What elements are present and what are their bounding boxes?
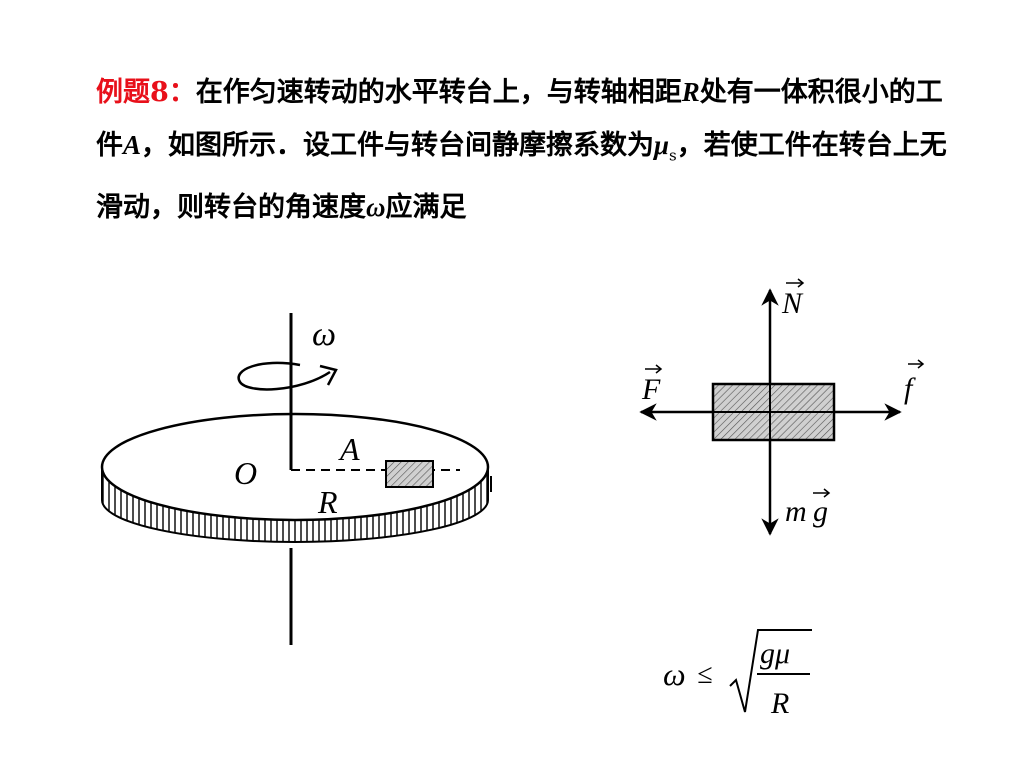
sqrt-icon: [729, 629, 812, 713]
symbol-omega: ω: [366, 192, 386, 223]
label-f: f: [904, 359, 925, 405]
subscript-s: s: [669, 146, 677, 165]
problem-text-2: 处有一体积很小的工件: [96, 77, 943, 161]
friction-f-label: f: [904, 372, 916, 405]
symbol-R: R: [681, 77, 700, 107]
label-mg: m g: [785, 488, 831, 528]
radius-R-label: R: [317, 484, 338, 520]
vector-arrow-head-icon: [797, 278, 805, 288]
problem-text-4: ，若使工件在转台上无滑动，则转台的角速度: [96, 130, 947, 224]
label-F: F: [641, 364, 663, 406]
answer-denominator: R: [770, 687, 789, 720]
symbol-mu: μ: [654, 130, 670, 160]
rotation-arrow-icon: [237, 361, 331, 391]
problem-text-3: ，如图所示．设工件与转台间静摩擦系数为: [141, 130, 655, 161]
gravity-g-label: g: [813, 495, 828, 528]
turntable-diagram: ω O A R: [100, 313, 492, 645]
mass-m-label: m: [785, 495, 807, 528]
force-diagram: N F f m g: [639, 278, 925, 536]
vector-arrow-head-icon: [655, 364, 663, 374]
rotation-arrow-head-icon: [319, 364, 338, 386]
vector-arrow-head-icon: [917, 359, 925, 369]
omega-label: ω: [312, 316, 336, 353]
answer-leq: ≤: [697, 659, 712, 690]
symbol-A: A: [123, 130, 142, 160]
answer-numerator: gμ: [760, 637, 790, 670]
normal-force-label: N: [781, 287, 804, 320]
disk-top: [100, 412, 490, 522]
force-F-label: F: [641, 373, 661, 406]
center-O-label: O: [234, 455, 257, 491]
vector-arrow-head-icon: [823, 488, 831, 498]
example-label: 例题8：: [96, 77, 196, 108]
answer-omega: ω: [663, 656, 686, 692]
answer-formula: ω ≤ gμ R: [663, 629, 812, 720]
problem-statement: 例题8：在作匀速转动的水平转台上，与转轴相距R处有一体积很小的工件A，如图所示．…: [96, 66, 966, 234]
problem-text-1: 在作匀速转动的水平转台上，与转轴相距: [195, 77, 682, 108]
block-A: [385, 460, 434, 488]
problem-text-5: 应满足: [385, 192, 467, 224]
label-N: N: [781, 278, 805, 320]
block-A-label: A: [338, 431, 360, 467]
